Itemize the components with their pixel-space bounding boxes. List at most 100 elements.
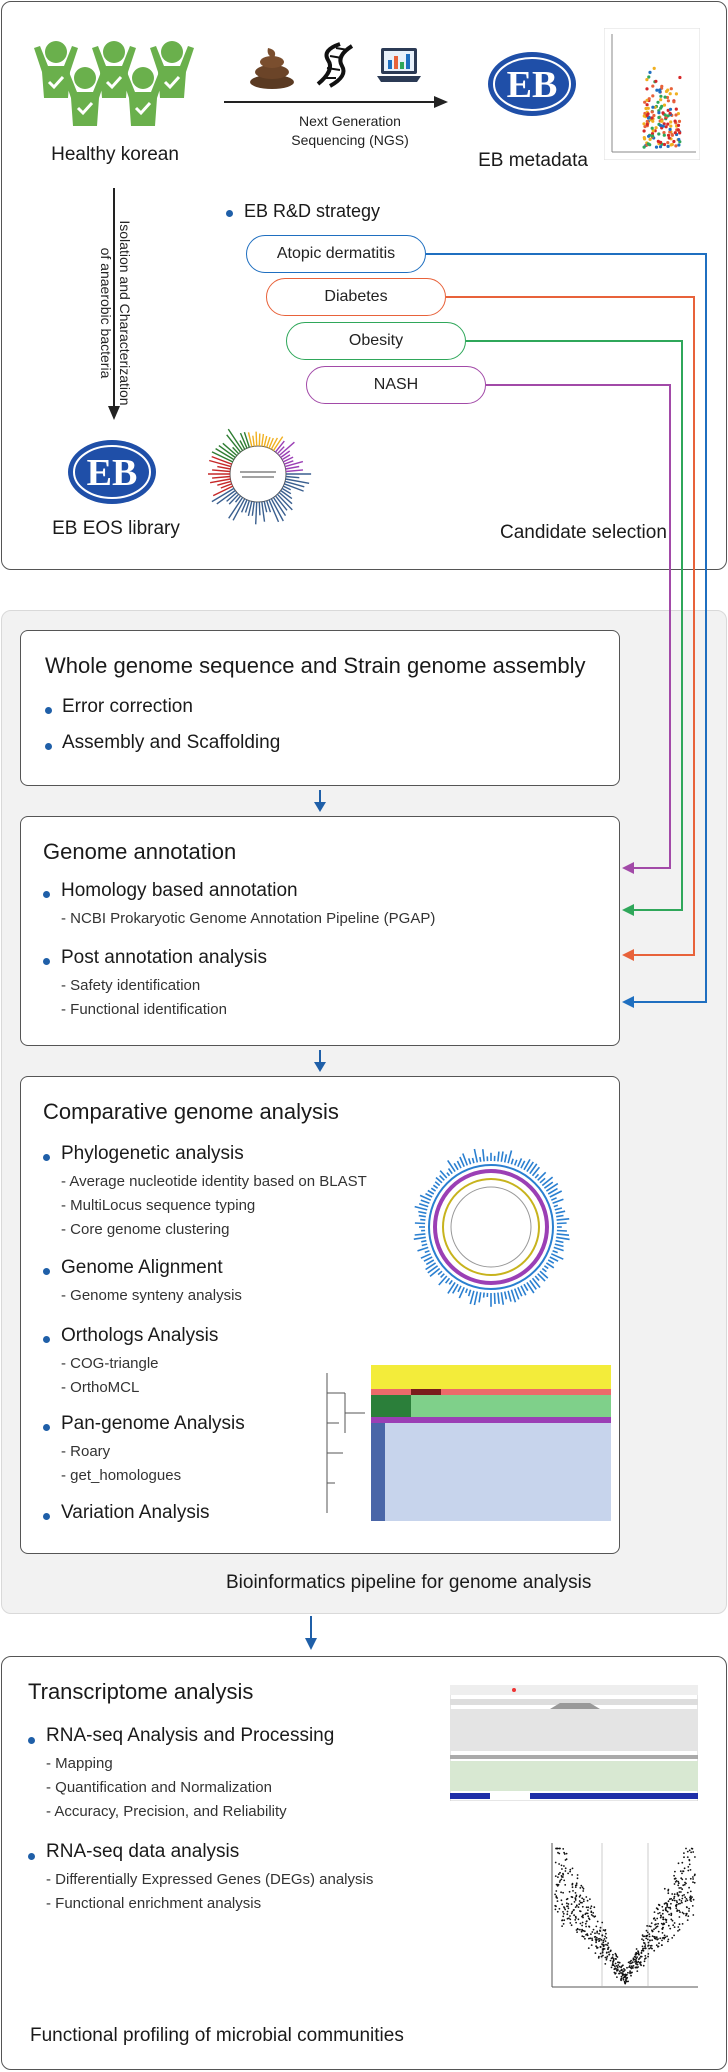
- wgs-bullet-2: [45, 743, 52, 750]
- scatter-dot: [659, 106, 663, 110]
- volcano-dot: [667, 1888, 670, 1891]
- genome-ring-tick: [420, 1199, 430, 1205]
- volcano-dot: [659, 1916, 662, 1919]
- rnaseq-bullet-1: [28, 1737, 35, 1744]
- tree-spoke: [211, 455, 233, 465]
- volcano-dot: [678, 1891, 681, 1893]
- strategy-atopic: Atopic dermatitis: [246, 235, 426, 273]
- volcano-dot: [580, 1930, 583, 1933]
- volcano-dot: [557, 1851, 559, 1854]
- volcano-dot: [564, 1870, 567, 1872]
- volcano-dot: [686, 1906, 688, 1909]
- genome-ring-tick: [520, 1160, 526, 1169]
- genome-ring-tick: [545, 1182, 559, 1192]
- volcano-dot: [605, 1957, 608, 1959]
- volcano-dot: [647, 1953, 650, 1955]
- genome-ring-tick: [429, 1267, 441, 1278]
- scatter-dot: [667, 136, 671, 140]
- volcano-dot: [643, 1958, 646, 1960]
- volcano-dot: [615, 1955, 618, 1957]
- tree-spoke: [274, 495, 288, 511]
- volcano-dot: [565, 1852, 568, 1855]
- tree-spoke: [234, 495, 242, 503]
- volcano-dot: [646, 1925, 648, 1927]
- volcano-dot: [658, 1912, 661, 1914]
- scatter-dot: [646, 106, 650, 110]
- eb-logo: EB: [488, 52, 576, 116]
- volcano-dot: [594, 1938, 597, 1940]
- genome-ring-tick: [553, 1246, 564, 1252]
- volcano-dot: [603, 1938, 606, 1940]
- tree-spoke: [281, 454, 291, 461]
- volcano-dot: [578, 1895, 581, 1898]
- volcano-dot: [571, 1882, 574, 1885]
- genome-ring-tick: [549, 1190, 563, 1198]
- volcano-dot: [694, 1856, 696, 1858]
- genome-ring-tick: [531, 1277, 541, 1289]
- volcano-dot: [604, 1929, 607, 1931]
- volcano-dot: [566, 1913, 569, 1916]
- volcano-dot: [597, 1938, 600, 1940]
- volcano-dot: [688, 1907, 690, 1910]
- eb-library-logo-text: EB: [87, 452, 138, 494]
- scatter-dot: [677, 119, 682, 123]
- scatter-dot: [651, 105, 655, 109]
- volcano-dot: [609, 1959, 612, 1962]
- tree-spoke: [268, 499, 280, 523]
- phylo-bullet: [43, 1154, 50, 1161]
- annotation-item-2: Post annotation analysis: [61, 947, 267, 968]
- volcano-dot: [668, 1913, 670, 1916]
- volcano-dot: [639, 1955, 642, 1958]
- variation-title: Variation Analysis: [61, 1502, 210, 1523]
- genome-ring-tick: [479, 1156, 482, 1162]
- genome-ring-tick: [556, 1229, 567, 1232]
- volcano-dot: [679, 1902, 681, 1905]
- volcano-dot: [620, 1968, 623, 1971]
- pipeline-caption: Bioinformatics pipeline for genome analy…: [226, 1572, 592, 1593]
- volcano-dot: [678, 1887, 681, 1889]
- genome-ring-tick: [478, 1292, 482, 1303]
- genome-ring-tick: [427, 1189, 435, 1195]
- volcano-dot: [682, 1884, 685, 1887]
- volcano-dot: [581, 1924, 583, 1927]
- genome-ring-tick: [430, 1187, 437, 1192]
- volcano-dot: [689, 1897, 692, 1900]
- volcano-dot: [590, 1910, 593, 1913]
- genome-ring-tick: [439, 1170, 448, 1179]
- strategy-bullet: [226, 210, 233, 217]
- tree-spoke: [226, 434, 242, 453]
- volcano-dot: [593, 1906, 596, 1909]
- volcano-dot: [624, 1979, 627, 1981]
- scatter-dot: [659, 123, 663, 128]
- genome-ring-tick: [537, 1171, 547, 1181]
- volcano-dot: [607, 1948, 609, 1950]
- volcano-dot: [558, 1847, 561, 1850]
- volcano-dot: [586, 1912, 589, 1915]
- transcriptome-caption: Functional profiling of microbial commun…: [30, 2025, 404, 2046]
- volcano-dot: [585, 1920, 588, 1922]
- volcano-dot: [562, 1848, 565, 1850]
- volcano-dot: [574, 1899, 577, 1901]
- volcano-dot: [592, 1928, 595, 1931]
- genome-ring-tick: [435, 1176, 443, 1184]
- genome-ring-tick: [444, 1277, 451, 1284]
- candidate-label: Candidate selection: [500, 522, 667, 543]
- volcano-dot: [685, 1847, 687, 1850]
- eb-library-logo: EB: [68, 440, 156, 504]
- volcano-dot: [686, 1850, 689, 1853]
- volcano-dot: [596, 1930, 599, 1933]
- volcano-dot: [570, 1896, 573, 1898]
- scatter-dot: [670, 133, 674, 137]
- tree-spoke: [268, 437, 274, 449]
- tree-spoke: [278, 441, 295, 457]
- volcano-dot: [662, 1916, 665, 1919]
- volcano-dot: [650, 1922, 653, 1924]
- genome-ring-tick: [520, 1285, 527, 1296]
- volcano-dot: [579, 1887, 582, 1889]
- volcano-dot: [622, 1978, 625, 1981]
- volcano-dot: [581, 1905, 584, 1908]
- tree-spoke: [263, 501, 268, 513]
- volcano-dot: [561, 1919, 563, 1922]
- genome-ring-tick: [467, 1289, 472, 1297]
- tree-spoke: [282, 456, 294, 463]
